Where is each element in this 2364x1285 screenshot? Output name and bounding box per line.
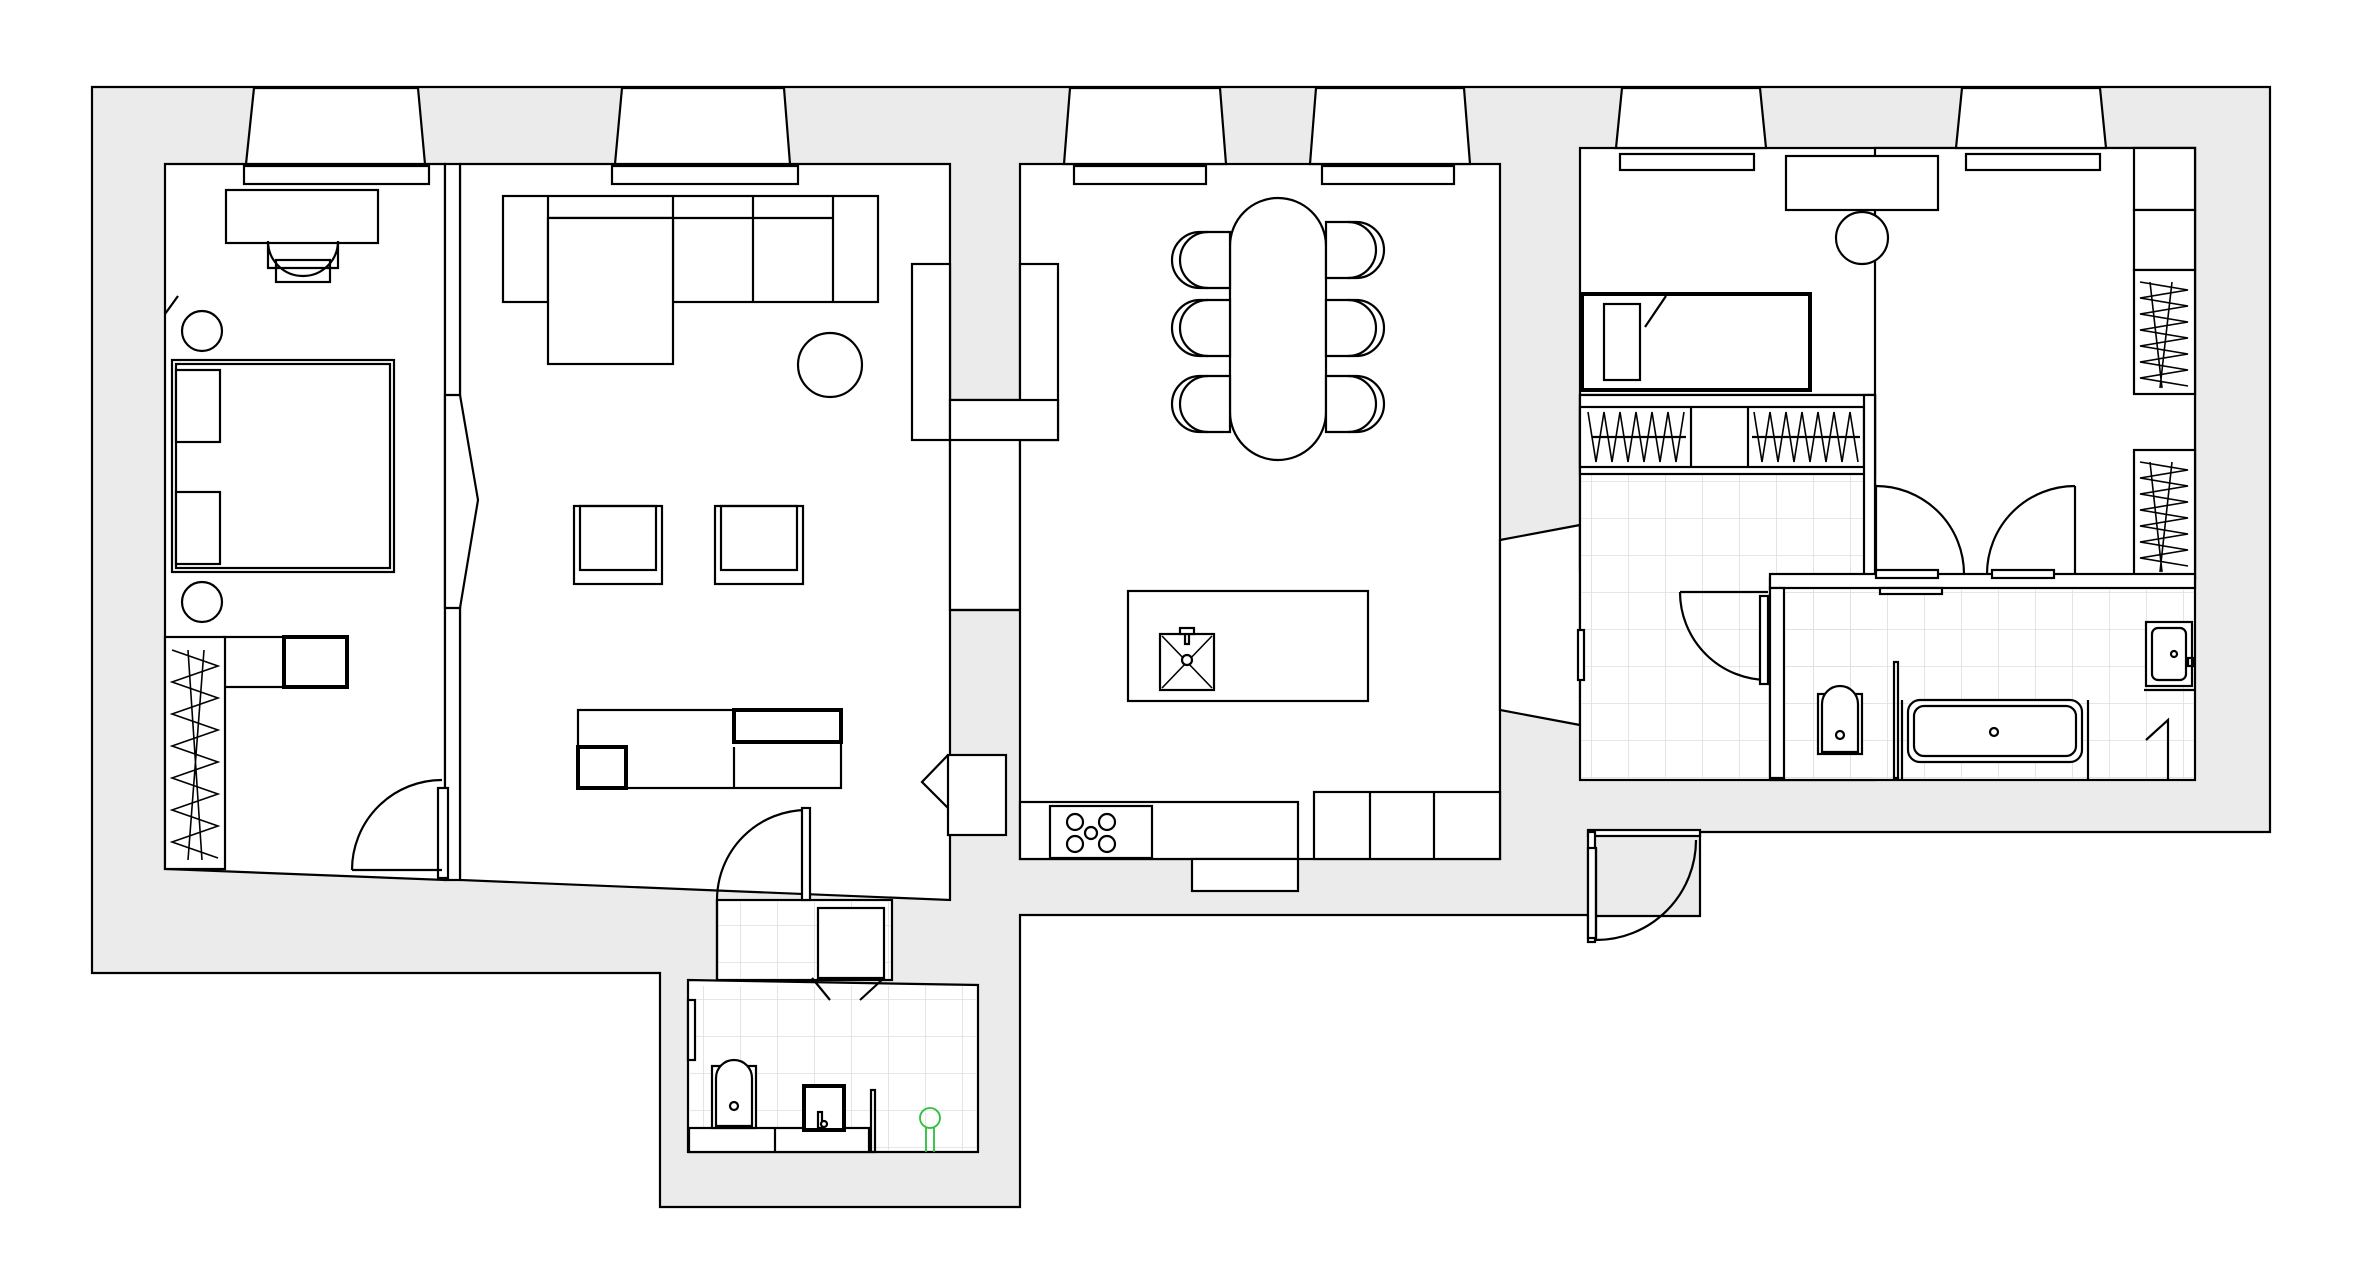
hall-doors (1576, 484, 2077, 686)
bedroom-furniture (163, 188, 396, 871)
bathroom-fixtures (1816, 620, 2196, 780)
living-furniture (501, 194, 880, 790)
closet-door-angled (443, 393, 480, 610)
front-door-living (920, 753, 1008, 837)
second-bedroom-furniture (1580, 146, 2197, 580)
kitchen-counter (1018, 790, 1502, 893)
wc-fixtures (686, 998, 941, 1154)
sliding-panels (910, 262, 1060, 612)
walk-in-closet (1578, 393, 1877, 476)
windows (242, 86, 2108, 186)
room-corridor-link (1498, 523, 1582, 727)
bedroom-door (350, 778, 450, 880)
main-entrance-door (1586, 828, 1702, 944)
kitchen-island (1126, 589, 1370, 703)
dining-set (1170, 196, 1386, 462)
entrance-area (715, 806, 886, 1001)
